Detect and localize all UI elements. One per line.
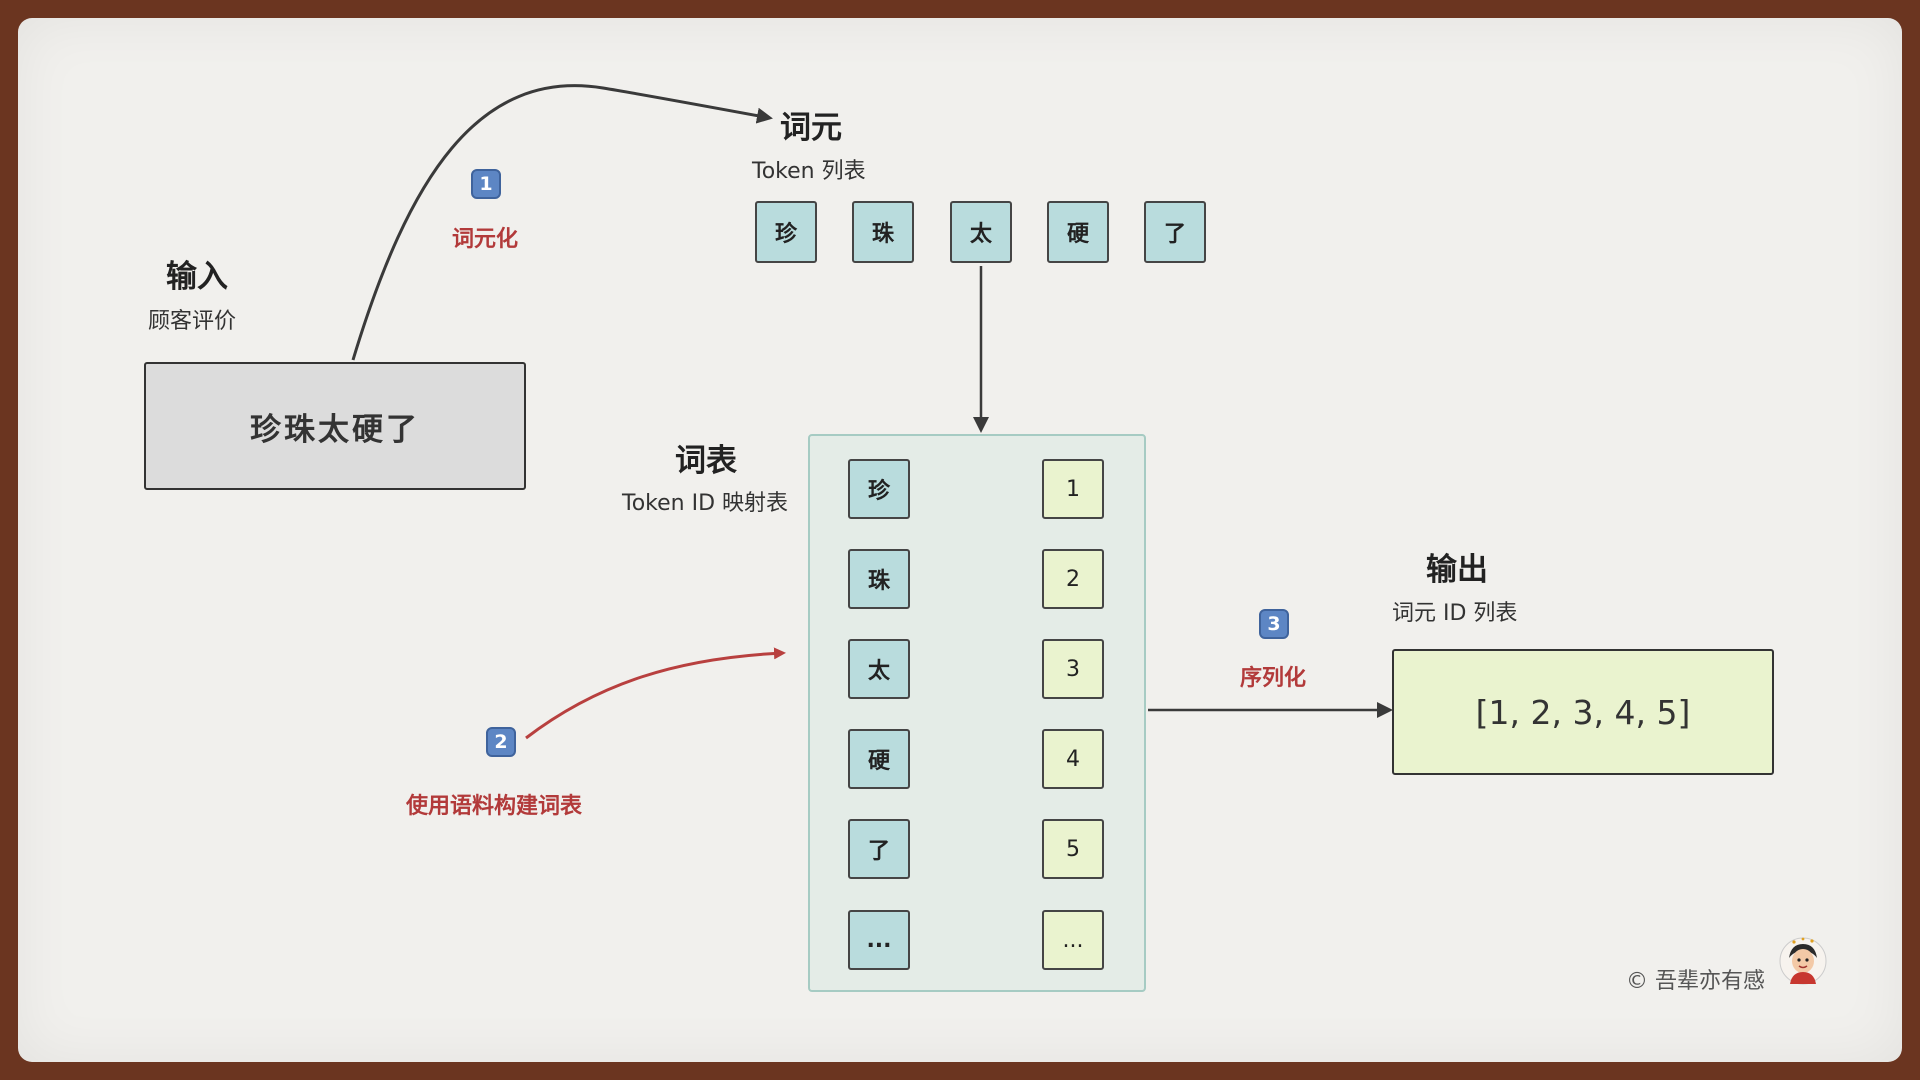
vocab-token-cell: ...: [848, 910, 910, 970]
build-vocab-arrow: [525, 647, 786, 740]
step2-label: 使用语料构建词表: [406, 794, 583, 819]
token-tile: 珍: [755, 201, 817, 263]
output-title: 输出: [1426, 552, 1488, 588]
vocab-id-cell: ...: [1042, 910, 1104, 970]
vocab-panel: [808, 434, 1146, 992]
tokens-subtitle: Token 列表: [752, 159, 866, 184]
input-subtitle: 顾客评价: [148, 309, 237, 334]
tokenize-arrow: [351, 84, 773, 361]
vocab-id-cell: 3: [1042, 639, 1104, 699]
tokens-title: 词元: [780, 110, 842, 146]
token-tile: 太: [950, 201, 1012, 263]
vocab-token-cell: 太: [848, 639, 910, 699]
step3-badge: 3: [1259, 609, 1289, 639]
vocab-subtitle: Token ID 映射表: [622, 491, 789, 516]
copyright-text: © 吾辈亦有感: [1626, 969, 1765, 994]
vocab-token-cell: 硬: [848, 729, 910, 789]
output-subtitle: 词元 ID 列表: [1392, 601, 1518, 626]
input-text-box: 珍珠太硬了: [144, 362, 526, 490]
output-id-box: [1, 2, 3, 4, 5]: [1392, 649, 1774, 775]
token-tile: 珠: [852, 201, 914, 263]
vocab-token-cell: 了: [848, 819, 910, 879]
cartoon-avatar-icon: [1778, 936, 1828, 986]
vocab-id-cell: 4: [1042, 729, 1104, 789]
diagram-canvas: 输入 顾客评价 珍珠太硬了 1 词元化 词元 Token 列表 珍 珠 太 硬 …: [18, 18, 1902, 1062]
vocab-id-cell: 2: [1042, 549, 1104, 609]
vocab-id-cell: 1: [1042, 459, 1104, 519]
input-title: 输入: [166, 259, 228, 295]
vocab-id-cell: 5: [1042, 819, 1104, 879]
token-tile: 了: [1144, 201, 1206, 263]
step1-badge: 1: [471, 169, 501, 199]
step2-badge: 2: [486, 727, 516, 757]
token-tile: 硬: [1047, 201, 1109, 263]
vocab-title: 词表: [675, 443, 737, 479]
step3-label: 序列化: [1240, 666, 1307, 691]
vocab-token-cell: 珍: [848, 459, 910, 519]
step1-label: 词元化: [452, 227, 519, 252]
vocab-token-cell: 珠: [848, 549, 910, 609]
